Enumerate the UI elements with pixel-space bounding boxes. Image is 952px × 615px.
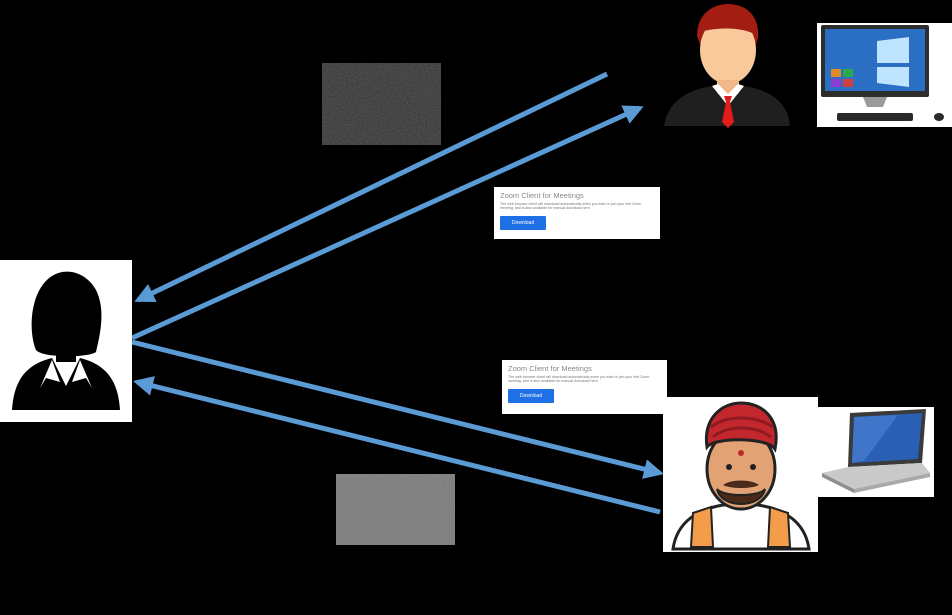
download-button[interactable]: Download bbox=[500, 215, 546, 230]
gray-noise-image bbox=[336, 474, 455, 545]
businesswoman-icon bbox=[12, 271, 120, 410]
dark-noise-image bbox=[322, 63, 441, 145]
zoom-card-title: Zoom Client for Meetings bbox=[508, 364, 592, 373]
zoom-download-card-bottom: Zoom Client for Meetings The web browser… bbox=[502, 360, 667, 414]
zoom-card-description: The web browser client will download aut… bbox=[500, 202, 642, 211]
man-with-turban-icon bbox=[671, 401, 811, 551]
zoom-card-description: The web browser client will download aut… bbox=[508, 375, 650, 384]
turban-man-panel bbox=[663, 397, 818, 552]
businesswoman-panel bbox=[0, 260, 132, 422]
zoom-download-card-top: Zoom Client for Meetings The web browser… bbox=[494, 187, 660, 239]
laptop-icon bbox=[822, 409, 930, 493]
download-button[interactable]: Download bbox=[508, 388, 554, 403]
desktop-panel bbox=[817, 23, 952, 127]
businessman-figure bbox=[660, 2, 794, 128]
laptop-panel bbox=[818, 407, 934, 497]
businessman-red-tie-icon bbox=[664, 4, 790, 128]
desktop-computer-icon bbox=[821, 25, 944, 121]
zoom-card-title: Zoom Client for Meetings bbox=[500, 191, 584, 200]
